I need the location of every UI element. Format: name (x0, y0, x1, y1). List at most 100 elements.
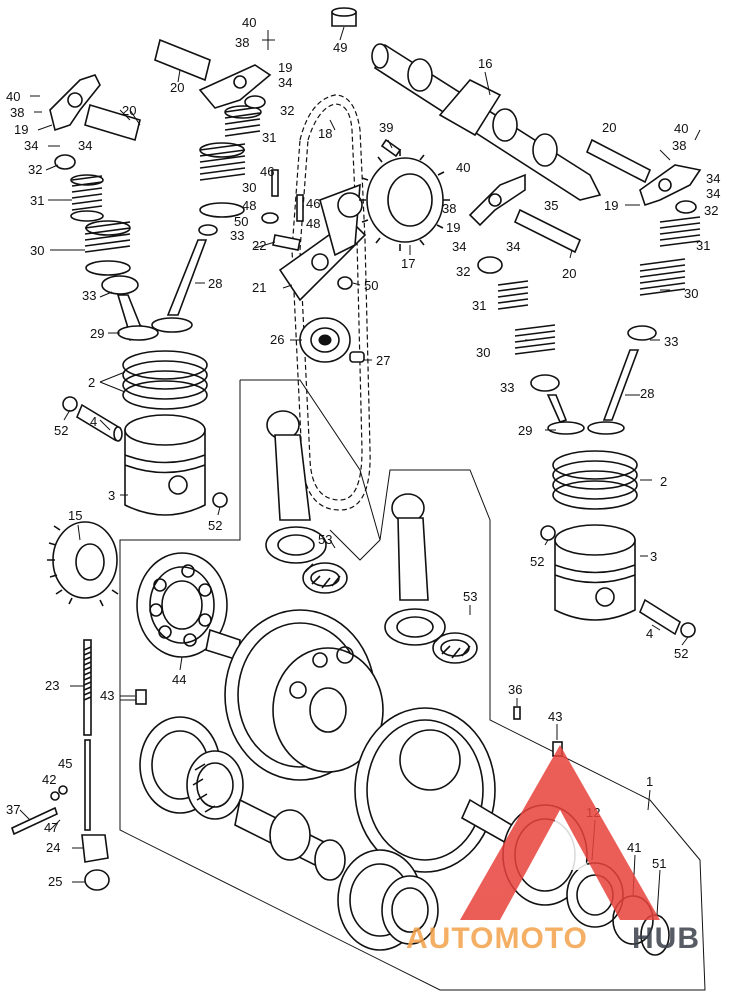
assembly-boundary-lines (119, 379, 706, 991)
right-valve-28b (587, 349, 640, 435)
left-spring-seat-32 (54, 154, 76, 170)
callout-label: 30 (684, 286, 698, 301)
left-circlip-52b (212, 492, 228, 508)
callout-label: 29 (518, 423, 532, 438)
pin-43a (135, 689, 147, 705)
callout-label: 46 (306, 196, 320, 211)
callout-label: 4 (90, 414, 97, 429)
callout-label: 3 (650, 549, 657, 564)
callout-label: 18 (318, 126, 332, 141)
callout-label: 16 (478, 56, 492, 71)
callout-label: 33 (230, 228, 244, 243)
left-circlip-52a (62, 396, 78, 412)
callout-label: 52 (674, 646, 688, 661)
callout-label: 20 (170, 80, 184, 95)
needle-bearing-53a (302, 562, 348, 594)
callout-label: 30 (476, 345, 490, 360)
cap-49 (331, 7, 357, 27)
callout-label: 33 (500, 380, 514, 395)
callout-label: 22 (252, 238, 266, 253)
callout-label: 34 (452, 239, 466, 254)
right-circlip-52c (540, 525, 556, 541)
lower-center-needle-bearing (381, 875, 439, 945)
right-piston-3b (554, 524, 636, 621)
callout-label: 15 (68, 508, 82, 523)
callout-label: 36 (508, 682, 522, 697)
left-valve-29 (116, 294, 159, 341)
callout-label: 3 (108, 488, 115, 503)
callout-label: 34 (706, 171, 720, 186)
callout-label: 25 (48, 874, 62, 889)
callout-label: 50 (364, 278, 378, 293)
callout-label: 24 (46, 840, 60, 855)
right-valve-spring-30d (514, 324, 556, 355)
callout-label: 33 (82, 288, 96, 303)
callout-label: 32 (456, 264, 470, 279)
callout-label: 51 (652, 856, 666, 871)
callout-label: 32 (28, 162, 42, 177)
callout-label: 50 (234, 214, 248, 229)
washer-42 (50, 791, 60, 801)
callout-label: 40 (6, 89, 20, 104)
callout-label: 28 (208, 276, 222, 291)
callout-label: 27 (376, 353, 390, 368)
callout-labels: 40 38 19 34 34 32 31 30 33 29 28 20 2 52… (6, 15, 720, 889)
right-spring-seat-32d (675, 200, 697, 214)
callout-label: 35 (544, 198, 558, 213)
callout-label: 34 (24, 138, 38, 153)
callout-label: 38 (442, 201, 456, 216)
left-piston-rings-2 (122, 350, 208, 410)
left-piston-3 (124, 414, 206, 516)
watermark-text-hub: HUB (632, 922, 700, 955)
watermark-text-automoto: AUTOMOTO (406, 922, 588, 955)
callout-label: 32 (280, 103, 294, 118)
callout-label: 40 (242, 15, 256, 30)
right-retainer-33d (530, 374, 560, 392)
callout-label: 47 (44, 820, 58, 835)
callout-label: 44 (172, 672, 186, 687)
callout-label: 23 (45, 678, 59, 693)
callout-label: 31 (472, 298, 486, 313)
cap-25 (84, 869, 110, 891)
callout-label: 21 (252, 280, 266, 295)
left-valve-spring-2 (84, 220, 131, 276)
center-retainer-33 (198, 224, 218, 236)
left-rocker-arm (49, 74, 141, 142)
left-piston-pin-4 (75, 403, 123, 442)
callout-label: 20 (602, 120, 616, 135)
callout-label: 32 (704, 203, 718, 218)
callout-label: 40 (674, 121, 688, 136)
callout-label: 43 (548, 709, 562, 724)
washer-45 (58, 785, 68, 795)
callout-label: 31 (30, 193, 44, 208)
spring-rod-23 (83, 639, 92, 831)
pin-36 (513, 706, 521, 720)
callout-label: 34 (506, 239, 520, 254)
right-rocker-arm-lower (468, 173, 582, 254)
callout-label: 43 (100, 688, 114, 703)
callout-label: 52 (530, 554, 544, 569)
callout-label: 48 (242, 198, 256, 213)
oring-50b (337, 276, 353, 290)
callout-label: 42 (42, 772, 56, 787)
callout-label: 40 (456, 160, 470, 175)
callout-label: 2 (88, 375, 95, 390)
callout-label: 31 (696, 238, 710, 253)
output-shaft (234, 798, 346, 881)
bolt-37 (11, 806, 58, 836)
callout-label: 45 (58, 756, 72, 771)
callout-label: 29 (90, 326, 104, 341)
callout-label: 31 (262, 130, 276, 145)
crankshaft-1 (205, 609, 521, 873)
center-valve-spring-1 (224, 105, 262, 137)
callout-label: 26 (270, 332, 284, 347)
leader-lines (19, 26, 701, 916)
callout-label: 30 (30, 243, 44, 258)
lower-left-needle-bearing (186, 750, 244, 820)
callout-label: 49 (333, 40, 347, 55)
tensioner-wheel-26 (299, 317, 351, 363)
callout-label: 2 (660, 474, 667, 489)
callout-label: 19 (278, 60, 292, 75)
